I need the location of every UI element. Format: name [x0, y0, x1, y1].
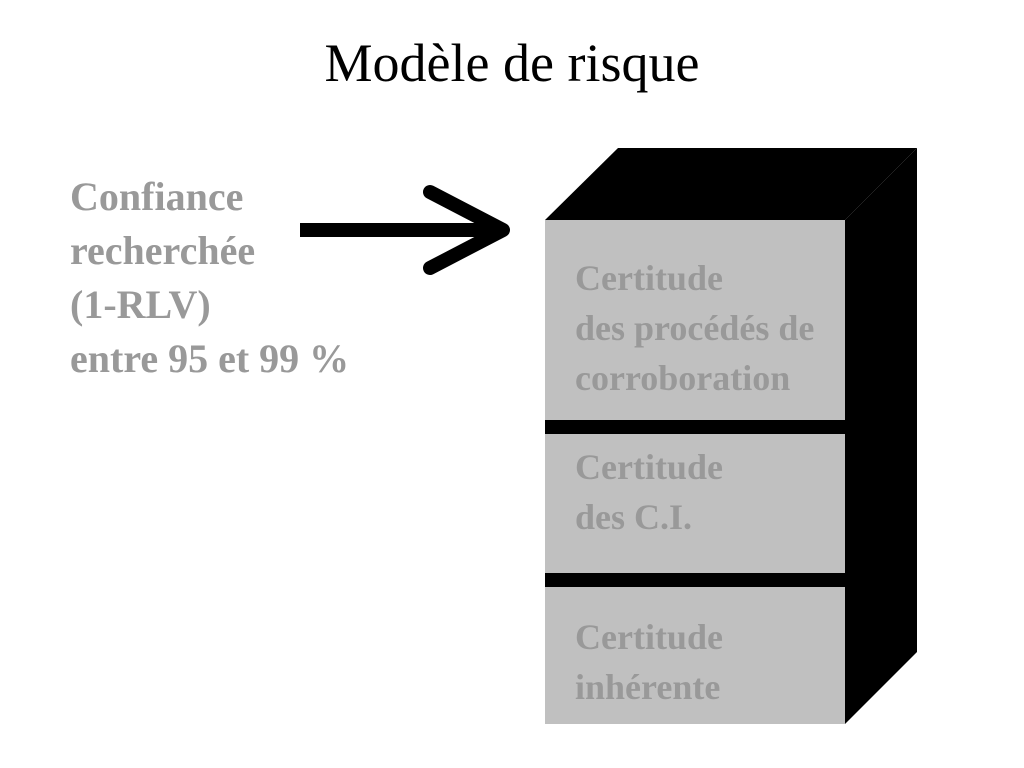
level-line: corroboration: [575, 358, 791, 398]
confidence-label: Confiance recherchée (1-RLV) entre 95 et…: [70, 170, 349, 386]
level-divider: [545, 573, 845, 587]
block-top-face: [545, 148, 917, 220]
level-line: Certitude: [575, 617, 723, 657]
confidence-line: recherchée: [70, 228, 256, 273]
block-side-face: [845, 148, 917, 724]
level-corroboration: [545, 220, 845, 420]
level-inherent: [545, 587, 845, 724]
level-label-inherent: Certitude inhérente: [575, 612, 723, 712]
level-line: des C.I.: [575, 497, 693, 537]
confidence-line: Confiance: [70, 174, 244, 219]
page-title: Modèle de risque: [324, 33, 700, 93]
level-line: des procédés de: [575, 308, 815, 348]
level-line: Certitude: [575, 447, 723, 487]
arrow-right-icon: [300, 185, 510, 275]
level-divider: [545, 420, 845, 434]
level-line: inhérente: [575, 667, 721, 707]
level-internal-control: [545, 434, 845, 573]
confidence-line: (1-RLV): [70, 282, 211, 327]
level-line: Certitude: [575, 258, 723, 298]
level-label-internal-control: Certitude des C.I.: [575, 442, 723, 542]
level-label-corroboration: Certitude des procédés de corroboration: [575, 253, 814, 403]
confidence-line: entre 95 et 99 %: [70, 336, 350, 381]
